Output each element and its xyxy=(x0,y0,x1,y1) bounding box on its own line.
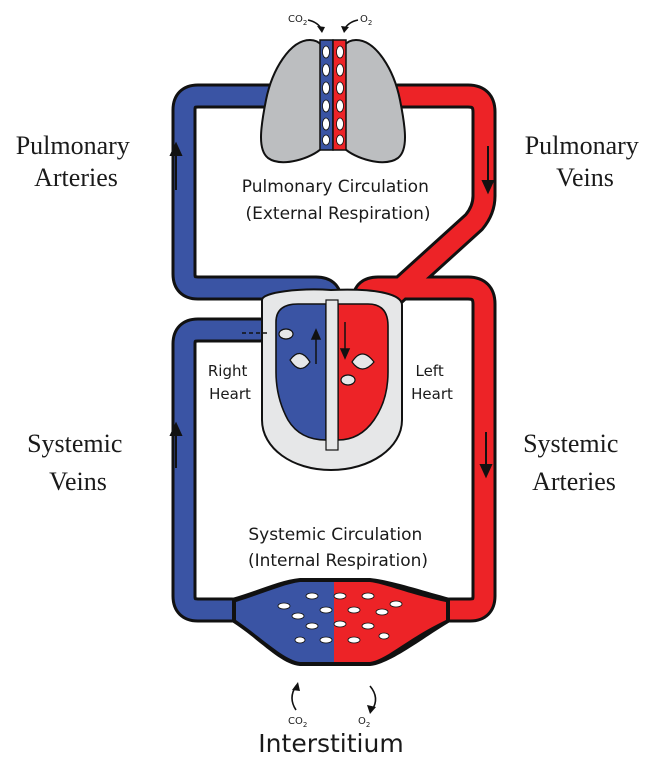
pulmonary-veins-label: Pulmonary Veins xyxy=(525,131,646,192)
interstitium-label: Interstitium xyxy=(258,729,403,758)
pulmonary-circulation-label: Pulmonary Circulation (External Respirat… xyxy=(242,177,435,224)
pulmonary-arteries-label: Pulmonary Arteries xyxy=(16,131,137,192)
gas-exchange-arrow-icon xyxy=(292,686,376,710)
o2-lung-label: O2 xyxy=(360,14,372,27)
systemic-veins-label: Systemic Veins xyxy=(27,429,129,496)
left-heart-label: Left Heart xyxy=(411,362,453,403)
heart-icon xyxy=(242,289,402,470)
systemic-arteries-label: Systemic Arteries xyxy=(523,429,625,496)
systemic-circulation-label: Systemic Circulation (Internal Respirati… xyxy=(248,525,428,571)
lungs-icon xyxy=(261,40,405,162)
gas-exchange-arrow-icon xyxy=(308,20,358,30)
co2-lung-label: CO2 xyxy=(288,14,307,27)
capillary-bed-icon xyxy=(232,578,450,666)
o2-tissue-label: O2 xyxy=(358,716,370,729)
co2-tissue-label: CO2 xyxy=(288,716,307,729)
right-heart-label: Right Heart xyxy=(208,362,252,403)
